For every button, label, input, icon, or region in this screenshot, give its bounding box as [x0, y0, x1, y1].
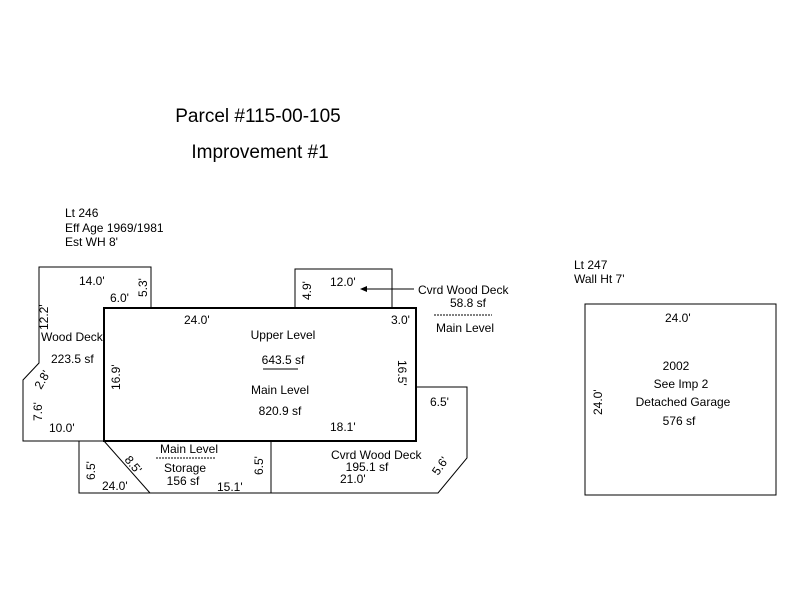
dim: 16.5'	[395, 360, 409, 386]
right-deck-label: Cvrd Wood Deck	[331, 448, 422, 462]
wood-deck-area: 223.5 sf	[51, 352, 94, 366]
dim: 14.0'	[79, 274, 105, 288]
dim: 5.3'	[136, 278, 150, 297]
improvement-title: Improvement #1	[191, 142, 328, 163]
arrow-head-icon	[360, 286, 367, 292]
storage-label: Storage	[164, 461, 206, 475]
top-deck-label: Cvrd Wood Deck	[418, 283, 509, 297]
wood-deck-outline	[22, 266, 152, 442]
main-level-label: Main Level	[251, 383, 309, 397]
dim: 5.6'	[429, 454, 451, 478]
dim: 4.9'	[300, 281, 314, 300]
dim: 8.5'	[122, 453, 145, 477]
garage-area: 576 sf	[663, 414, 696, 428]
lot-left-label: Lt 246	[65, 206, 99, 220]
dim: 24.0'	[184, 313, 210, 327]
top-deck-area: 58.8 sf	[450, 296, 487, 310]
dim: 6.5'	[84, 461, 98, 480]
dim: 15.1'	[217, 480, 243, 494]
storage-level: Main Level	[160, 442, 218, 456]
wood-deck-label: Wood Deck	[41, 330, 104, 344]
garage-wall-height-label: Wall Ht 7'	[574, 272, 625, 286]
upper-level-label: Upper Level	[251, 328, 316, 342]
storage-diagonal	[103, 440, 151, 494]
upper-level-area: 643.5 sf	[262, 353, 305, 367]
dim: 6.5'	[430, 395, 449, 409]
dim: 21.0'	[340, 472, 366, 486]
dim: 24.0'	[591, 389, 605, 415]
garage-ref: See Imp 2	[654, 377, 709, 391]
lot-right-label: Lt 247	[574, 258, 608, 272]
right-deck-area: 195.1 sf	[346, 460, 389, 474]
storage-area: 156 sf	[167, 474, 200, 488]
wall-height-label: Est WH 8'	[65, 235, 118, 249]
dim: 24.0'	[102, 479, 128, 493]
dim: 6.0'	[110, 291, 129, 305]
main-level-area: 820.9 sf	[259, 404, 302, 418]
dim: 16.9'	[109, 364, 123, 390]
main-house-outline	[103, 307, 417, 442]
garage-label: Detached Garage	[636, 395, 731, 409]
dim: 12.2'	[37, 304, 51, 330]
storage-outline	[78, 441, 272, 494]
dim: 18.1'	[330, 420, 356, 434]
right-deck-outline	[271, 386, 468, 494]
garage-outline	[584, 303, 777, 496]
dim: 24.0'	[665, 311, 691, 325]
dim: 2.8'	[31, 368, 53, 391]
dim: 12.0'	[330, 275, 356, 289]
dim: 6.5'	[252, 456, 266, 475]
dim: 7.6'	[31, 402, 45, 421]
parcel-title: Parcel #115-00-105	[175, 106, 340, 127]
top-deck-level: Main Level	[436, 321, 494, 335]
garage-year: 2002	[663, 359, 690, 373]
dim: 3.0'	[391, 313, 410, 327]
eff-age-label: Eff Age 1969/1981	[65, 221, 164, 235]
dim: 10.0'	[49, 421, 75, 435]
